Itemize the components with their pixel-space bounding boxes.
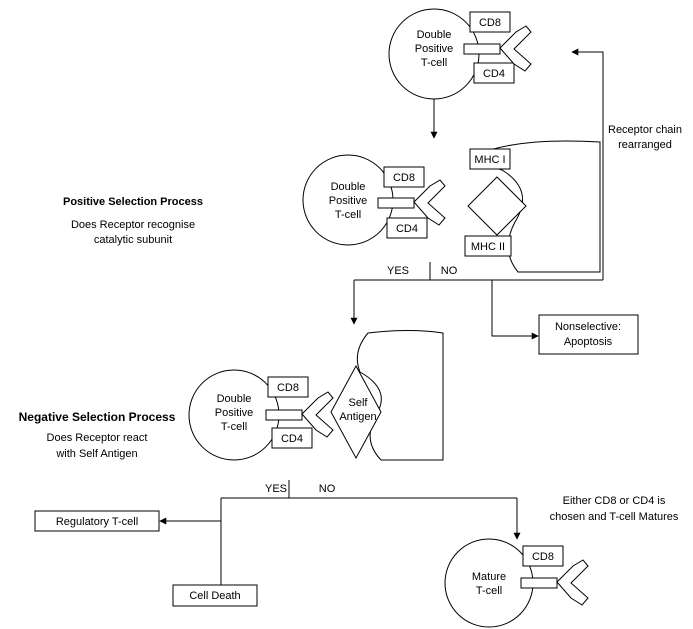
self-antigen-label-line-1: Self	[349, 397, 369, 409]
yes-label-1: YES	[387, 265, 409, 277]
cell-3-label-line-1: Double	[217, 393, 252, 405]
self-antigen-label-line-2: Antigen	[339, 411, 376, 423]
positive-selection-title: Positive Selection Process	[63, 196, 203, 208]
no-label-2: NO	[319, 483, 336, 495]
mhc2-label: MHC II	[471, 241, 505, 253]
cell-3-label-line-2: Positive	[215, 407, 254, 419]
negative-selection-title: Negative Selection Process	[19, 410, 176, 424]
either-label-line-1: Either CD8 or CD4 is	[563, 495, 666, 507]
mhc1-label: MHC I	[474, 154, 505, 166]
cd8-label: CD8	[393, 172, 415, 184]
cd4-label: CD4	[483, 68, 505, 80]
receptor-chain-label-line-2: rearranged	[618, 139, 672, 151]
positive-selection-question-line-1: Does Receptor recognise	[71, 219, 195, 231]
receptor-chain-label-line-1: Receptor chain	[608, 124, 682, 136]
negative-selection-question-line-2: with Self Antigen	[55, 448, 137, 460]
mature-label-line-2: T-cell	[476, 585, 502, 597]
double-positive-t-cell-2: Double Positive T-cell CD8 CD4	[303, 155, 445, 245]
mature-label-line-1: Mature	[472, 571, 506, 583]
either-label-line-2: chosen and T-cell Matures	[550, 511, 679, 523]
nonselective-label-line-2: Apoptosis	[564, 336, 613, 348]
mature-t-cell: Mature T-cell CD8	[445, 539, 588, 627]
no-label-1: NO	[441, 265, 458, 277]
cell-3-label-line-3: T-cell	[221, 421, 247, 433]
arrow-to-cell-death	[221, 521, 257, 595]
mhc-complex: MHC I MHC II	[465, 141, 600, 272]
double-positive-t-cell-3: Double Positive T-cell CD8 CD4	[189, 370, 333, 460]
cell-1-label-line-2: Positive	[415, 43, 454, 55]
cd8-label: CD8	[277, 382, 299, 394]
cell-2-label-line-1: Double	[331, 181, 366, 193]
receptor-chevron	[557, 560, 588, 605]
negative-selection-question-line-1: Does Receptor react	[47, 432, 148, 444]
regulatory-t-cell-label: Regulatory T-cell	[56, 516, 138, 528]
cd8-label: CD8	[479, 17, 501, 29]
cd4-label: CD4	[281, 433, 303, 445]
cell-1-label-line-1: Double	[417, 29, 452, 41]
receptor-bar	[464, 44, 500, 54]
cell-2-label-line-3: T-cell	[335, 209, 361, 221]
double-positive-t-cell-1: Double Positive T-cell CD8 CD4	[389, 9, 531, 99]
arrow-to-regulatory	[160, 498, 221, 521]
receptor-bar	[378, 198, 414, 208]
cell-2-label-line-2: Positive	[329, 195, 368, 207]
cd8-label: CD8	[532, 551, 554, 563]
yes-label-2: YES	[265, 483, 287, 495]
receptor-bar	[266, 410, 302, 420]
arrow-no-to-apoptosis	[492, 280, 538, 336]
receptor-bar	[521, 578, 557, 588]
positive-selection-question-line-2: catalytic subunit	[94, 234, 172, 246]
self-antigen-complex: Self Antigen	[331, 331, 443, 461]
cd4-label: CD4	[396, 223, 418, 235]
nonselective-label-line-1: Nonselective:	[555, 321, 621, 333]
cell-1-label-line-3: T-cell	[421, 57, 447, 69]
cell-death-label: Cell Death	[189, 590, 240, 602]
